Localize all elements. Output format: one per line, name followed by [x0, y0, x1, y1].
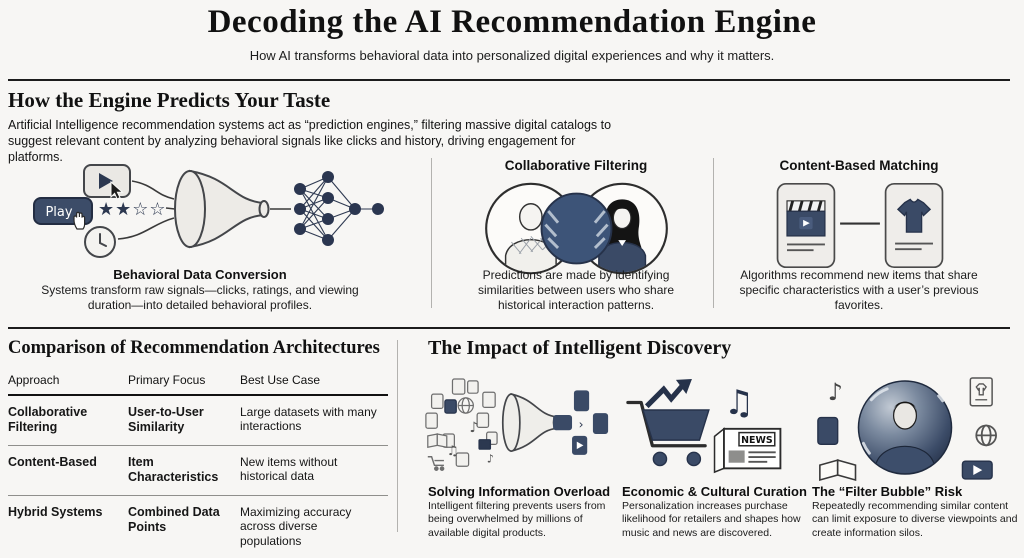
table-header-approach: Approach — [8, 373, 60, 387]
music-note-icon: ♫ — [447, 444, 459, 459]
flow-lines — [117, 180, 176, 240]
venn-users-icon — [485, 182, 668, 275]
music-notes-icon: ♫ — [724, 383, 754, 422]
music-note-icon: ♪ — [828, 378, 843, 406]
row-focus: Combined Data Points — [128, 505, 220, 534]
male-user-icon — [504, 203, 557, 273]
table-row: Collaborative Filtering User-to-User Sim… — [8, 396, 388, 446]
table-row: Content-Based Item Characteristics New i… — [8, 446, 388, 496]
curated-tiles-icon: › — [553, 390, 609, 455]
female-user-icon — [598, 199, 647, 273]
star-rating-icon: ★★☆☆ — [98, 199, 167, 220]
trend-arrow-icon — [644, 378, 692, 409]
section-taste-heading: How the Engine Predicts Your Taste — [8, 88, 331, 112]
column-divider-1 — [431, 158, 432, 308]
svg-text:NEWS: NEWS — [741, 435, 773, 446]
behavioral-data-illustration: Play ★★☆☆ — [33, 164, 384, 258]
music-note-icon: ♪ — [487, 451, 494, 465]
cursor-arrow-icon — [110, 180, 124, 200]
open-book-icon — [819, 459, 857, 481]
globe-icon — [975, 424, 997, 447]
hand-cursor-icon — [73, 211, 86, 230]
overlap-circle — [540, 192, 613, 265]
clock-icon — [84, 226, 116, 258]
overlap-hatching — [544, 210, 609, 249]
table-heading: Comparison of Recommendation Architectur… — [8, 338, 380, 358]
row-approach: Collaborative Filtering — [8, 405, 88, 434]
neural-network-icon — [294, 171, 384, 246]
table-header-focus: Primary Focus — [128, 373, 206, 387]
newspaper-icon: NEWS — [713, 427, 782, 474]
shirt-doc-icon — [969, 377, 993, 407]
impact-bubble-text: Repeatedly recommending similar content … — [812, 500, 1018, 539]
impact-economic-text: Personalization increases purchase likel… — [622, 500, 801, 539]
col-content-title: Content-Based Matching — [779, 158, 939, 173]
column-divider-2 — [713, 158, 714, 308]
infographic-page: Decoding the AI Recommendation Engine Ho… — [8, 4, 1018, 548]
svg-text:Play: Play — [45, 205, 72, 220]
impact-bubble-title: The “Filter Bubble” Risk — [812, 484, 963, 499]
row-focus: User-to-User Similarity — [128, 405, 204, 434]
comparison-table: Approach Primary Focus Best Use Case Col… — [8, 370, 388, 558]
impact-economic-title: Economic & Cultural Curation — [622, 484, 807, 499]
col-collab-text: Predictions are made by identifying simi… — [477, 268, 675, 312]
col-collab-title: Collaborative Filtering — [504, 158, 648, 173]
row-approach: Hybrid Systems — [8, 505, 103, 519]
information-overload-illustration: ♪ ♫ ♪ › — [425, 378, 609, 471]
impact-overload-title: Solving Information Overload — [428, 484, 611, 499]
row-usecase: Large datasets with many interactions — [240, 405, 377, 434]
row-usecase: Maximizing accuracy across diverse popul… — [240, 505, 352, 548]
page-title: Decoding the AI Recommendation Engine — [207, 4, 817, 40]
tablet-icon — [817, 416, 839, 446]
content-icon-cluster — [425, 378, 498, 471]
bottom-section-divider — [397, 340, 398, 532]
movie-card-icon — [776, 182, 836, 269]
bubble-highlights — [861, 387, 945, 455]
funnel-icon — [174, 169, 291, 249]
row-approach: Content-Based — [8, 455, 97, 469]
row-usecase: New items without historical data — [240, 455, 338, 484]
tshirt-card-icon — [884, 182, 944, 269]
impact-overload-text: Intelligent filtering prevents users fro… — [428, 500, 606, 539]
content-cards-illustration — [776, 182, 944, 269]
music-note-icon: ♪ — [470, 420, 479, 436]
svg-text:›: › — [579, 417, 584, 431]
section-taste-description: Artificial Intelligence recommendation s… — [8, 118, 612, 164]
table-header-row: Approach Primary Focus Best Use Case — [8, 370, 388, 396]
row-focus: Item Characteristics — [128, 455, 219, 484]
col-behavioral-title: Behavioral Data Conversion — [113, 267, 287, 282]
table-header-usecase: Best Use Case — [240, 373, 321, 387]
page-subtitle: How AI transforms behavioral data into p… — [249, 48, 775, 63]
header-divider — [8, 79, 1010, 81]
table-row: Hybrid Systems Combined Data Points Maxi… — [8, 496, 388, 558]
shopping-cart-icon — [626, 400, 710, 467]
video-player-icon — [961, 460, 993, 480]
section-divider — [8, 327, 1010, 329]
col-behavioral-text: Systems transform raw signals—clicks, ra… — [41, 283, 359, 312]
impact-heading: The Impact of Intelligent Discovery — [428, 337, 732, 359]
funnel-icon — [501, 393, 562, 453]
col-content-text: Algorithms recommend new items that shar… — [739, 268, 979, 312]
filter-bubble-illustration: ♪ — [817, 377, 997, 481]
economic-curation-illustration: ♫ NEWS — [626, 378, 782, 474]
